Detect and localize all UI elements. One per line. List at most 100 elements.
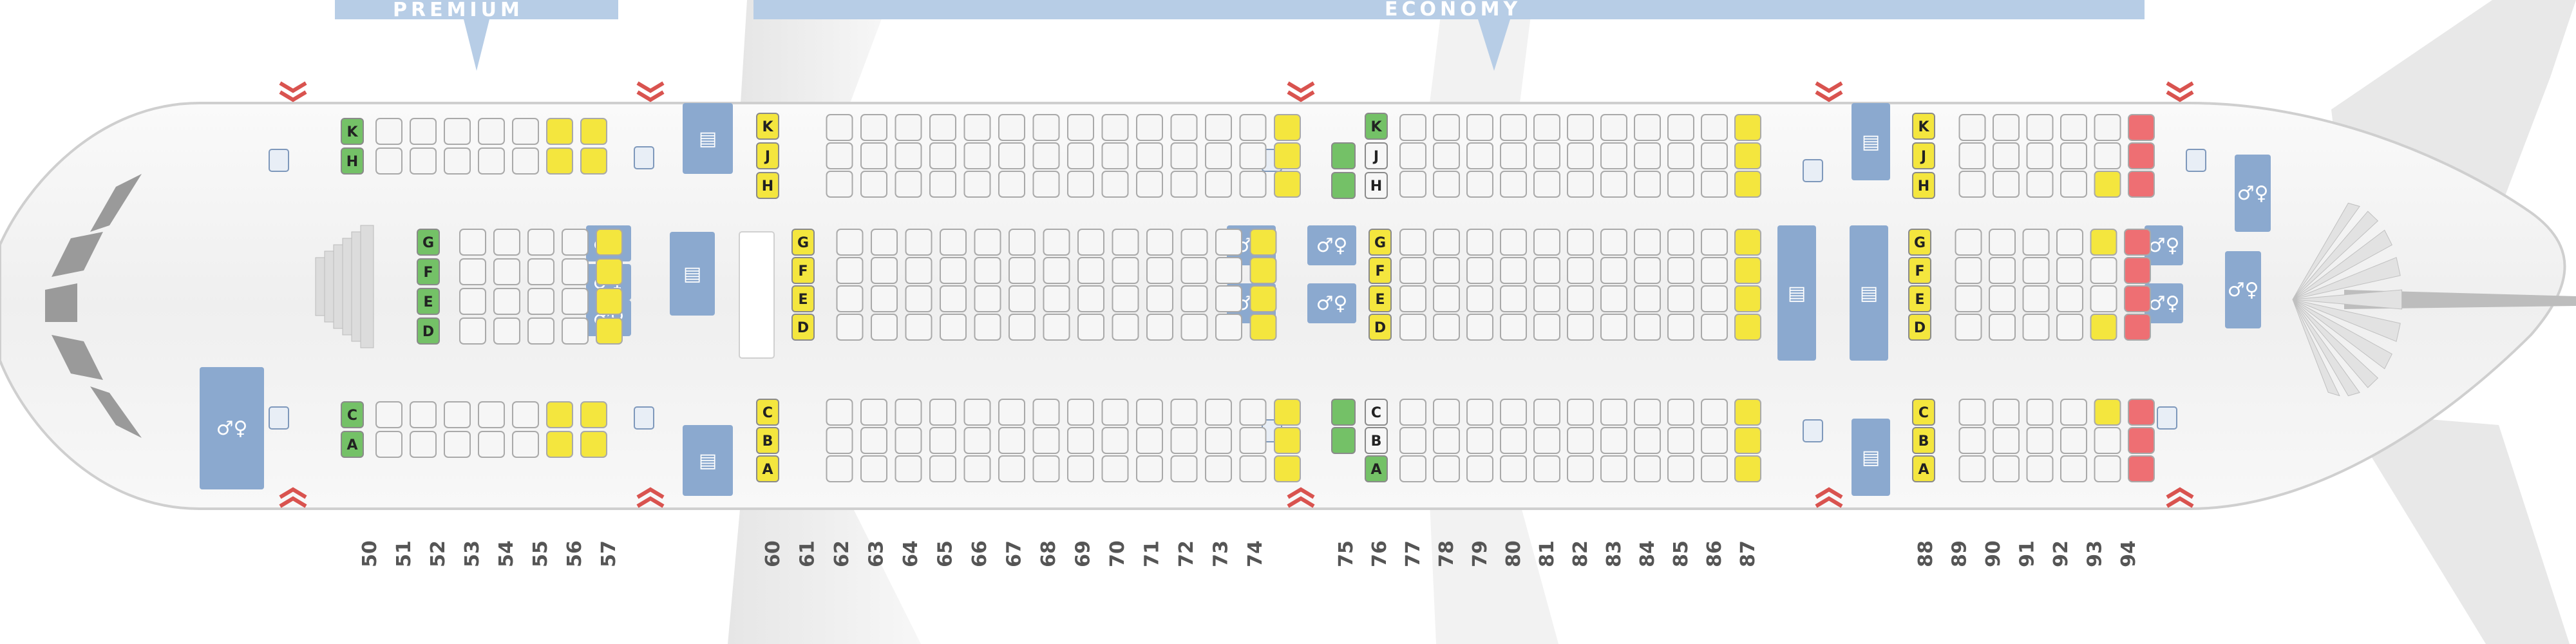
seat-84D[interactable]: [1634, 314, 1660, 340]
seat-89C[interactable]: [1960, 399, 1985, 425]
seat-70A[interactable]: [1137, 456, 1162, 482]
seat-65C[interactable]: [965, 399, 990, 425]
seat-54D[interactable]: [494, 318, 520, 344]
seat-79A[interactable]: [1467, 456, 1493, 482]
seat-77D[interactable]: [1400, 314, 1426, 340]
seat-53C[interactable]: [444, 402, 470, 428]
seat-94G[interactable]: [2125, 229, 2150, 255]
seat-93G[interactable]: [2091, 229, 2117, 255]
seat-55D[interactable]: [528, 318, 554, 344]
seat-63A[interactable]: [896, 456, 922, 482]
seat-53K[interactable]: [444, 118, 470, 144]
seat-92K[interactable]: [2061, 115, 2087, 140]
seat-89E[interactable]: [1956, 286, 1982, 312]
seat-70D[interactable]: [1147, 314, 1173, 340]
seat-68B[interactable]: [1068, 428, 1094, 453]
seat-65G[interactable]: [975, 229, 1001, 255]
seat-52A[interactable]: [410, 431, 436, 457]
seat-71A[interactable]: [1171, 456, 1197, 482]
seat-51K[interactable]: [376, 118, 402, 144]
seat-84A[interactable]: [1634, 456, 1660, 482]
seat-61G[interactable]: [837, 229, 863, 255]
seat-54F[interactable]: [494, 259, 520, 285]
seat-93B[interactable]: [2095, 428, 2121, 453]
seat-56F[interactable]: [562, 259, 588, 285]
seat-78G[interactable]: [1434, 229, 1459, 255]
seat-89G[interactable]: [1956, 229, 1982, 255]
seat-85J[interactable]: [1668, 143, 1694, 169]
seat-77E[interactable]: [1400, 286, 1426, 312]
seat-82G[interactable]: [1567, 229, 1593, 255]
seat-69G[interactable]: [1113, 229, 1139, 255]
seat-94C[interactable]: [2128, 399, 2154, 425]
seat-91K[interactable]: [2027, 115, 2053, 140]
seat-94D[interactable]: [2125, 314, 2150, 340]
seat-54E[interactable]: [494, 289, 520, 314]
seat-68A[interactable]: [1068, 456, 1094, 482]
seat-86A[interactable]: [1701, 456, 1727, 482]
seat-62C[interactable]: [861, 399, 887, 425]
seat-90H[interactable]: [1993, 171, 2019, 197]
seat-94A[interactable]: [2128, 456, 2154, 482]
seat-81J[interactable]: [1534, 143, 1560, 169]
seat-93H[interactable]: [2095, 171, 2121, 197]
seat-56D[interactable]: [562, 318, 588, 344]
seat-80C[interactable]: [1501, 399, 1526, 425]
seat-69D[interactable]: [1113, 314, 1139, 340]
seat-87H[interactable]: [1735, 171, 1761, 197]
seat-63J[interactable]: [896, 143, 922, 169]
seat-89D[interactable]: [1956, 314, 1982, 340]
seat-61H[interactable]: [827, 171, 853, 197]
seat-77F[interactable]: [1400, 258, 1426, 283]
seat-71B[interactable]: [1171, 428, 1197, 453]
seat-62J[interactable]: [861, 143, 887, 169]
seat-71D[interactable]: [1182, 314, 1208, 340]
seat-74B[interactable]: [1274, 428, 1300, 453]
seat-77B[interactable]: [1400, 428, 1426, 453]
seat-65H[interactable]: [965, 171, 990, 197]
seat-79F[interactable]: [1467, 258, 1493, 283]
seat-78C[interactable]: [1434, 399, 1459, 425]
seat-79D[interactable]: [1467, 314, 1493, 340]
seat-69A[interactable]: [1103, 456, 1128, 482]
seat-81B[interactable]: [1534, 428, 1560, 453]
seat-72K[interactable]: [1206, 115, 1231, 140]
seat-63C[interactable]: [896, 399, 922, 425]
seat-91G[interactable]: [2023, 229, 2049, 255]
seat-80B[interactable]: [1501, 428, 1526, 453]
seat-93D[interactable]: [2091, 314, 2117, 340]
seat-85H[interactable]: [1668, 171, 1694, 197]
seat-64E[interactable]: [940, 286, 966, 312]
seat-62G[interactable]: [871, 229, 897, 255]
seat-70C[interactable]: [1137, 399, 1162, 425]
seat-71J[interactable]: [1171, 143, 1197, 169]
seat-91D[interactable]: [2023, 314, 2049, 340]
seat-87F[interactable]: [1735, 258, 1761, 283]
seat-57C[interactable]: [581, 402, 607, 428]
seat-79C[interactable]: [1467, 399, 1493, 425]
seat-91B[interactable]: [2027, 428, 2053, 453]
seat-73G[interactable]: [1251, 229, 1276, 255]
seat-79J[interactable]: [1467, 143, 1493, 169]
seat-85F[interactable]: [1668, 258, 1694, 283]
seat-92D[interactable]: [2057, 314, 2083, 340]
seat-78A[interactable]: [1434, 456, 1459, 482]
seat-68K[interactable]: [1068, 115, 1094, 140]
seat-92C[interactable]: [2061, 399, 2087, 425]
seat-86K[interactable]: [1701, 115, 1727, 140]
seat-85A[interactable]: [1668, 456, 1694, 482]
seat-67H[interactable]: [1034, 171, 1059, 197]
seat-57E[interactable]: [596, 289, 622, 314]
seat-66B[interactable]: [999, 428, 1025, 453]
seat-71F[interactable]: [1182, 258, 1208, 283]
seat-55A[interactable]: [513, 431, 538, 457]
seat-91H[interactable]: [2027, 171, 2053, 197]
seat-65E[interactable]: [975, 286, 1001, 312]
seat-85E[interactable]: [1668, 286, 1694, 312]
seat-69H[interactable]: [1103, 171, 1128, 197]
seat-69E[interactable]: [1113, 286, 1139, 312]
seat-94F[interactable]: [2125, 258, 2150, 283]
seat-51C[interactable]: [376, 402, 402, 428]
seat-84K[interactable]: [1634, 115, 1660, 140]
seat-82J[interactable]: [1567, 143, 1593, 169]
